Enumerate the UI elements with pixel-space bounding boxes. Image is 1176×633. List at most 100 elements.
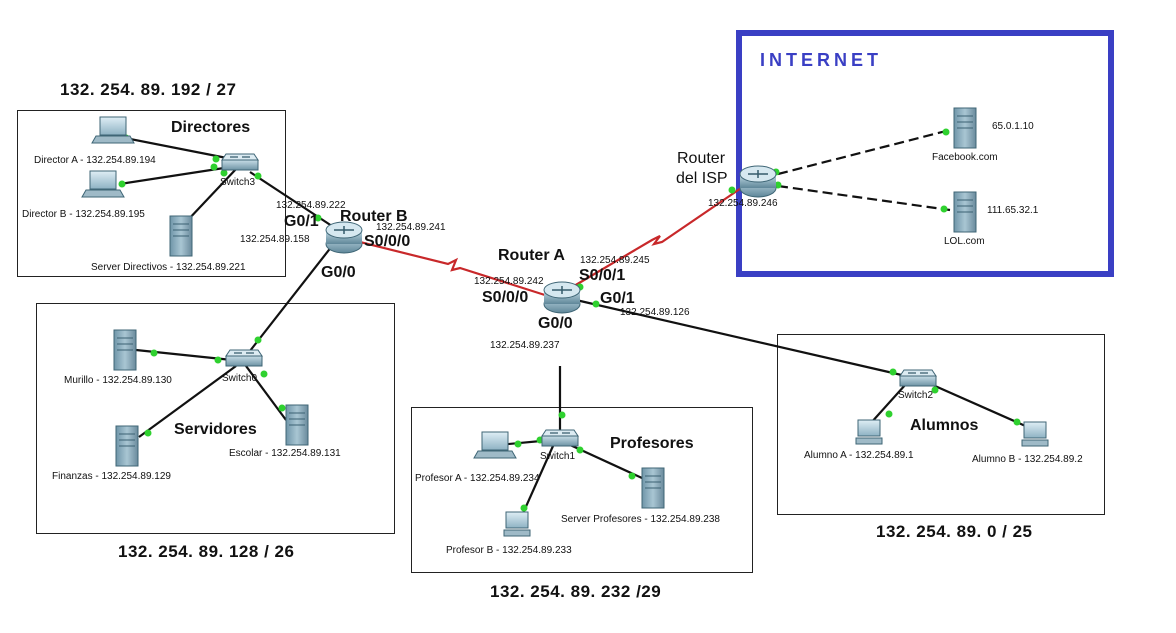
router-a-icon[interactable] [543, 281, 581, 314]
router-isp-name-line2: del ISP [676, 170, 728, 187]
directores-area [17, 110, 286, 277]
port-dot [889, 368, 897, 376]
profesor-a-laptop-icon[interactable] [473, 431, 517, 459]
server-directivos-label: Server Directivos - 132.254.89.221 [91, 262, 246, 273]
link-isp-lol [777, 184, 951, 212]
ra-g01-label: G0/1 [600, 290, 635, 307]
facebook-label: Facebook.com [932, 152, 998, 163]
switch1-icon[interactable] [541, 429, 579, 447]
port-dot [728, 186, 736, 194]
internet-title: INTERNET [760, 50, 882, 70]
murillo-server-icon[interactable] [113, 329, 137, 371]
router-b-name: Router B [340, 208, 408, 225]
ra-s001-label: S0/0/1 [579, 267, 626, 284]
link-router-a-switch2 [575, 298, 907, 378]
profesores-network-label: 132. 254. 89. 232 /29 [490, 582, 662, 601]
rb-s000-ip: 132.254.89.241 [376, 222, 446, 233]
serial-link-router-b-router-a [351, 238, 549, 298]
link-alumno-a-switch2 [869, 383, 907, 425]
profesores-title: Profesores [610, 435, 694, 452]
lol-server-icon[interactable] [953, 191, 977, 233]
port-dot [260, 370, 268, 378]
director-a-label: Director A - 132.254.89.194 [34, 155, 156, 166]
facebook-server-icon[interactable] [953, 107, 977, 149]
servidores-area [36, 303, 395, 534]
isp-ip: 132.254.89.246 [708, 198, 778, 209]
router-isp-icon[interactable] [739, 165, 777, 198]
director-a-laptop-icon[interactable] [91, 116, 135, 144]
profesor-a-label: Profesor A - 132.254.89.234 [415, 473, 540, 484]
escolar-server-icon[interactable] [285, 404, 309, 446]
profesor-b-pc-icon[interactable] [503, 511, 531, 537]
port-dot [254, 172, 262, 180]
director-b-label: Director B - 132.254.89.195 [22, 209, 145, 220]
rb-g00-label: G0/0 [321, 264, 356, 281]
port-dot [576, 446, 584, 454]
alumno-b-label: Alumno B - 132.254.89.2 [972, 454, 1083, 465]
ra-g00-ip: 132.254.89.237 [490, 340, 560, 351]
switch2-icon[interactable] [899, 369, 937, 387]
port-dot [558, 411, 566, 419]
port-dot [940, 205, 948, 213]
alumnos-area [777, 334, 1105, 515]
internet-area [736, 30, 1114, 277]
server-directivos-icon[interactable] [169, 215, 193, 257]
router-isp-name-line1: Router [677, 150, 726, 167]
link-isp-facebook [777, 128, 951, 176]
servidores-title: Servidores [174, 421, 257, 438]
switch0-icon[interactable] [225, 349, 263, 367]
alumno-a-label: Alumno A - 132.254.89.1 [804, 450, 914, 461]
finanzas-server-icon[interactable] [115, 425, 139, 467]
switch1-label: Switch1 [540, 451, 576, 462]
ra-s000-label: S0/0/0 [482, 289, 529, 306]
alumno-b-pc-icon[interactable] [1021, 421, 1049, 447]
director-b-laptop-icon[interactable] [81, 170, 125, 198]
port-dot [278, 404, 286, 412]
port-dot [214, 356, 222, 364]
link-finanzas-switch0 [138, 365, 237, 438]
alumnos-title: Alumnos [910, 417, 979, 434]
switch2-label: Switch2 [898, 390, 934, 401]
lol-label: LOL.com [944, 236, 985, 247]
internet-links [777, 128, 951, 212]
port-dot [212, 155, 220, 163]
ra-g00-label: G0/0 [538, 315, 573, 332]
alumno-a-pc-icon[interactable] [855, 419, 883, 445]
rb-g01-label: G0/1 [284, 213, 319, 230]
port-dot [314, 214, 322, 222]
ra-s000-ip: 132.254.89.242 [474, 276, 544, 287]
lol-ip-label: 111.65.32.1 [987, 205, 1039, 216]
port-dot [931, 386, 939, 394]
server-profesores-icon[interactable] [641, 467, 665, 509]
switch0-label: Switch0 [222, 373, 258, 384]
directores-title: Directores [171, 119, 251, 136]
link-director-b-switch3 [119, 164, 238, 186]
server-profesores-label: Server Profesores - 132.254.89.238 [561, 514, 720, 525]
serial-links [351, 181, 751, 298]
directores-network-label: 132. 254. 89. 192 / 27 [60, 80, 237, 99]
link-server-directivos-switch3 [185, 167, 238, 223]
port-dot [592, 300, 600, 308]
servidores-network-label: 132. 254. 89. 128 / 26 [118, 542, 295, 561]
alumnos-network-label: 132. 254. 89. 0 / 25 [876, 522, 1033, 541]
link-switch3-router-b [249, 171, 339, 231]
serial-link-router-a-isp [573, 181, 751, 287]
port-dot [1013, 418, 1021, 426]
profesores-area [411, 407, 753, 573]
ra-g01-ip: 132.254.89.126 [620, 307, 690, 318]
switch3-icon[interactable] [221, 153, 259, 171]
port-dot [144, 429, 152, 437]
port-dot [220, 169, 228, 177]
router-b-icon[interactable] [325, 221, 363, 254]
escolar-label: Escolar - 132.254.89.131 [229, 448, 341, 459]
port-dot [628, 472, 636, 480]
port-dot [254, 336, 262, 344]
rb-s000-label: S0/0/0 [364, 233, 411, 250]
finanzas-label: Finanzas - 132.254.89.129 [52, 471, 171, 482]
facebook-ip-label: 65.0.1.10 [992, 121, 1034, 132]
port-dot [885, 410, 893, 418]
port-dot [514, 440, 522, 448]
rb-g01-ip: 132.254.89.222 [276, 200, 346, 211]
profesor-b-label: Profesor B - 132.254.89.233 [446, 545, 572, 556]
